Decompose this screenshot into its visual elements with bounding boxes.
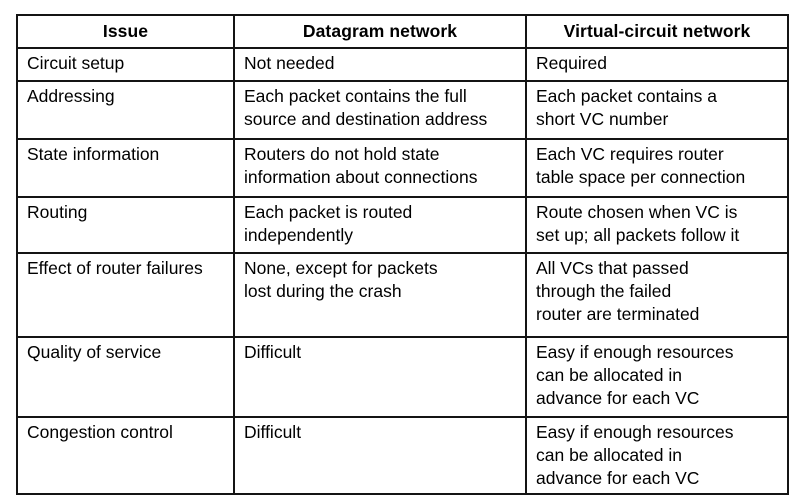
table-row-routing: Routing Each packet is routed independen…	[16, 196, 789, 254]
cell-issue: Routing	[16, 196, 235, 254]
cell-issue: Effect of router failures	[16, 252, 235, 338]
cell-issue: Addressing	[16, 80, 235, 140]
cell-datagram: Difficult	[233, 336, 527, 418]
cell-vc: Easy if enough resources can be allocate…	[525, 336, 789, 418]
cell-datagram: Each packet contains the full source and…	[233, 80, 527, 140]
table-row-state-information: State information Routers do not hold st…	[16, 138, 789, 198]
cell-datagram: Each packet is routed independently	[233, 196, 527, 254]
table-header: Issue Datagram network Virtual-circuit n…	[16, 14, 789, 49]
cell-vc: Each packet contains a short VC number	[525, 80, 789, 140]
cell-datagram: None, except for packets lost during the…	[233, 252, 527, 338]
cell-issue: Quality of service	[16, 336, 235, 418]
cell-datagram: Difficult	[233, 416, 527, 495]
header-row: Issue Datagram network Virtual-circuit n…	[16, 14, 789, 49]
column-header-datagram-network: Datagram network	[233, 14, 527, 49]
table-row-quality-of-service: Quality of service Difficult Easy if eno…	[16, 336, 789, 418]
cell-issue: Circuit setup	[16, 47, 235, 82]
cell-vc: Route chosen when VC is set up; all pack…	[525, 196, 789, 254]
comparison-table: Issue Datagram network Virtual-circuit n…	[16, 14, 789, 495]
table-row-addressing: Addressing Each packet contains the full…	[16, 80, 789, 140]
table-body: Circuit setup Not needed Required Addres…	[16, 47, 789, 495]
cell-vc: Required	[525, 47, 789, 82]
column-header-issue: Issue	[16, 14, 235, 49]
cell-vc: Each VC requires router table space per …	[525, 138, 789, 198]
cell-datagram: Routers do not hold state information ab…	[233, 138, 527, 198]
cell-vc: All VCs that passed through the failed r…	[525, 252, 789, 338]
cell-issue: Congestion control	[16, 416, 235, 495]
cell-datagram: Not needed	[233, 47, 527, 82]
column-header-virtual-circuit-network: Virtual-circuit network	[525, 14, 789, 49]
table-row-circuit-setup: Circuit setup Not needed Required	[16, 47, 789, 82]
cell-issue: State information	[16, 138, 235, 198]
table-row-effect-of-router-failures: Effect of router failures None, except f…	[16, 252, 789, 338]
cell-vc: Easy if enough resources can be allocate…	[525, 416, 789, 495]
table-row-congestion-control: Congestion control Difficult Easy if eno…	[16, 416, 789, 495]
